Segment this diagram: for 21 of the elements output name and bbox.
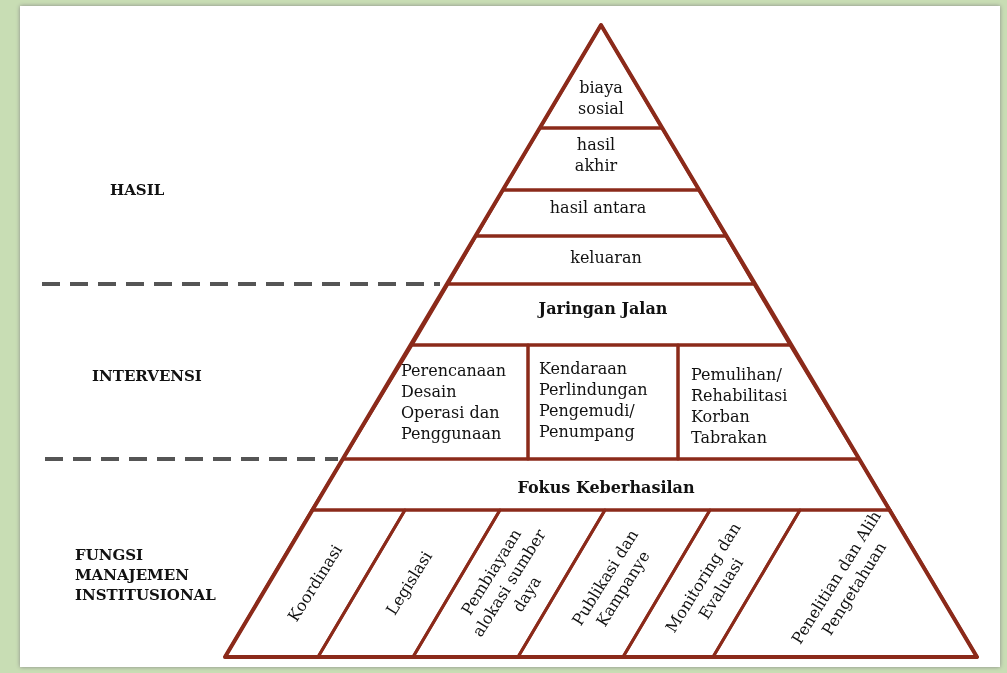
pyramid-segment — [312, 459, 890, 510]
pyramid-segment — [678, 345, 859, 459]
pyramid-segment — [540, 25, 662, 128]
segment-label: hasil akhir — [573, 134, 619, 176]
level-heading: FUNGSI MANAJEMEN INSTITUSIONAL — [75, 545, 217, 605]
segment-label: Jaringan Jalan — [536, 297, 669, 319]
segment-label: keluaran — [569, 246, 643, 268]
segment-label: Pemulihan/ Rehabilitasi Korban Tabrakan — [691, 364, 789, 448]
level-heading: INTERVENSI — [92, 366, 203, 386]
segment-label: Perencanaan Desain Operasi dan Penggunaan — [401, 360, 508, 444]
pyramid-segment — [503, 128, 699, 190]
pyramid-segment — [448, 236, 754, 284]
segment-label: biaya sosial — [577, 77, 625, 119]
segment-label: Kendaraan Perlindungan Pengemudi/ Penumpang — [539, 358, 649, 442]
pyramid-segment — [412, 284, 790, 345]
pyramid-segment — [343, 345, 528, 459]
pyramid-segment — [528, 345, 678, 459]
segment-label: Fokus Keberhasilan — [516, 476, 696, 498]
segment-label: hasil antara — [548, 196, 648, 218]
pyramid-segment — [476, 190, 726, 236]
level-heading: HASIL — [110, 180, 166, 200]
